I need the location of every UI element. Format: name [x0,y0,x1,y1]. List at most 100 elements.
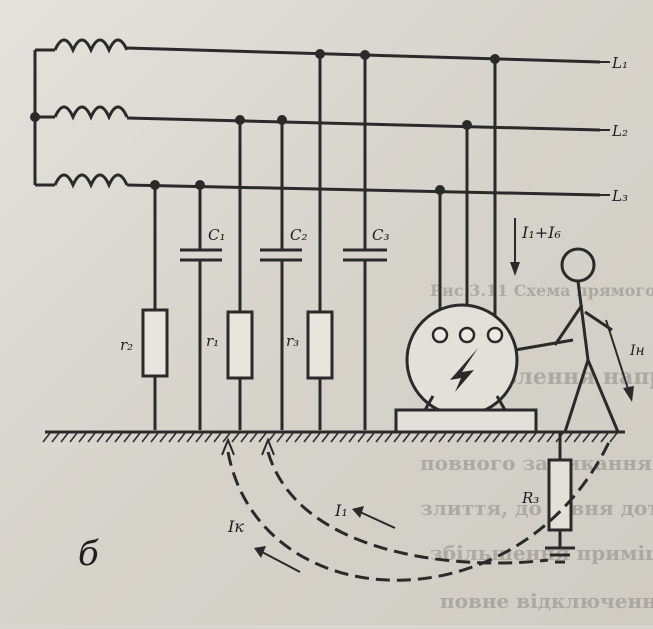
capacitor-c2-branch [260,115,302,430]
current-arrow-outer [254,546,301,573]
person-head [560,247,596,283]
ground-hatch-mark [42,432,51,443]
motor-terminal-1 [431,326,449,344]
ground-hatch-mark [204,432,213,443]
ground-hatch-mark [123,432,132,443]
motor-feeders [435,54,500,330]
ground-hatch-mark [132,432,141,443]
ground-hatch-mark [168,432,177,443]
resistor-r1 [226,310,254,380]
ground-hatch-mark [483,432,492,443]
ground-hatch-mark [312,432,321,443]
ground-hatch-mark [186,432,195,443]
ground-hatch-mark [114,432,123,443]
ground-hatch-mark [555,432,564,443]
capacitor-c3-branch [343,50,387,430]
ground-hatch-mark [105,432,114,443]
ground-hatch-mark [465,432,474,443]
return-path-inner [266,451,549,565]
motor-terminal-3 [486,326,504,344]
ground-hatch-mark [249,432,258,443]
ground-hatch-mark [357,432,366,443]
current-arrow-body [605,319,634,402]
ground-hatch-mark [393,432,402,443]
resistor-r3 [306,310,334,380]
current-label-body: Iн [629,343,645,359]
ground-hatch-mark [366,432,375,443]
ground-hatch-mark [213,432,222,443]
current-label-outer: Iк [227,517,244,536]
ground-hatch-mark [420,432,429,443]
phase-lines [126,46,610,197]
resistor-r2 [141,308,169,378]
resistor-r1-label: r₁ [206,332,219,350]
ground-entry-arrow-2 [261,437,275,456]
ground-hatch-mark [573,432,582,443]
ground-hatch-mark [231,432,240,443]
figure-letter: б [78,534,99,574]
bg-text-6: повне відключення і моментальне [440,589,653,613]
ground-hatch-mark [69,432,78,443]
ground-hatch-mark [276,432,285,443]
ground-hatch-mark [240,432,249,443]
ground-hatch-mark [456,432,465,443]
ground-hatch-mark [492,432,501,443]
generator-windings [30,38,129,189]
ground-hatch-mark [591,432,600,443]
ground-hatch-mark [402,432,411,443]
motor-housing [405,303,519,417]
motor-base [394,408,538,434]
capacitor-c1-branch [180,180,222,430]
ground-hatch-mark [438,432,447,443]
ground-hatch-mark [222,432,231,443]
ground-hatch-mark [96,432,105,443]
bg-text-1: Рис.3.11 Схема прямого дотикання до [430,281,653,300]
resistor-r2-branch [141,180,169,430]
ground-hatch-mark [582,432,591,443]
phase-label-l3: L₃ [611,187,628,205]
ground-hatch-mark [258,432,267,443]
current-arrow-inner [352,506,396,529]
ground-hatch-mark [78,432,87,443]
ground-hatch-mark [519,432,528,443]
return-path-outer [226,439,612,582]
touch-contact-line [514,338,574,352]
ground-entry-arrow-1 [221,437,235,456]
ground-hatch-mark [501,432,510,443]
phase-label-l2: L₂ [611,122,628,140]
bg-text-3: повного замикання напругу с [420,451,653,475]
resistor-r3-label: r₃ [286,332,299,350]
current-arrow-total [510,218,520,276]
ground-hatch-mark [303,432,312,443]
resistor-r3-branch [306,49,334,430]
capacitor-c2-label: C₂ [290,226,308,244]
ground-hatch-mark [564,432,573,443]
ground-hatch-mark [150,432,159,443]
bg-text-4: злиття, до рівня дотику стулюю [420,496,653,520]
ground-hatch-mark [546,432,555,443]
ground-hatch-mark [528,432,537,443]
ground-hatch-mark [294,432,303,443]
ground-hatch-mark [60,432,69,443]
ground-hatch-mark [330,432,339,443]
motor-terminal-2 [458,326,476,344]
ground-hatch-mark [411,432,420,443]
phase-label-l1: L₁ [611,54,628,72]
ground-hatch-mark [429,432,438,443]
ground-hatch-mark [348,432,357,443]
person-figure [553,247,620,433]
ground-hatch-mark [600,432,609,443]
ground-hatch-mark [321,432,330,443]
ground-hatch-mark [447,432,456,443]
capacitor-c3-label: C₃ [372,226,390,244]
ground-resistor-label: R₃ [521,489,539,507]
ground-hatch-mark [474,432,483,443]
ground-hatch-mark [87,432,96,443]
ground-hatch-mark [195,432,204,443]
ground-hatch-mark [510,432,519,443]
ground-hatch-mark [537,432,546,443]
ground-hatch-mark [159,432,168,443]
ground-hatch-mark [51,432,60,443]
